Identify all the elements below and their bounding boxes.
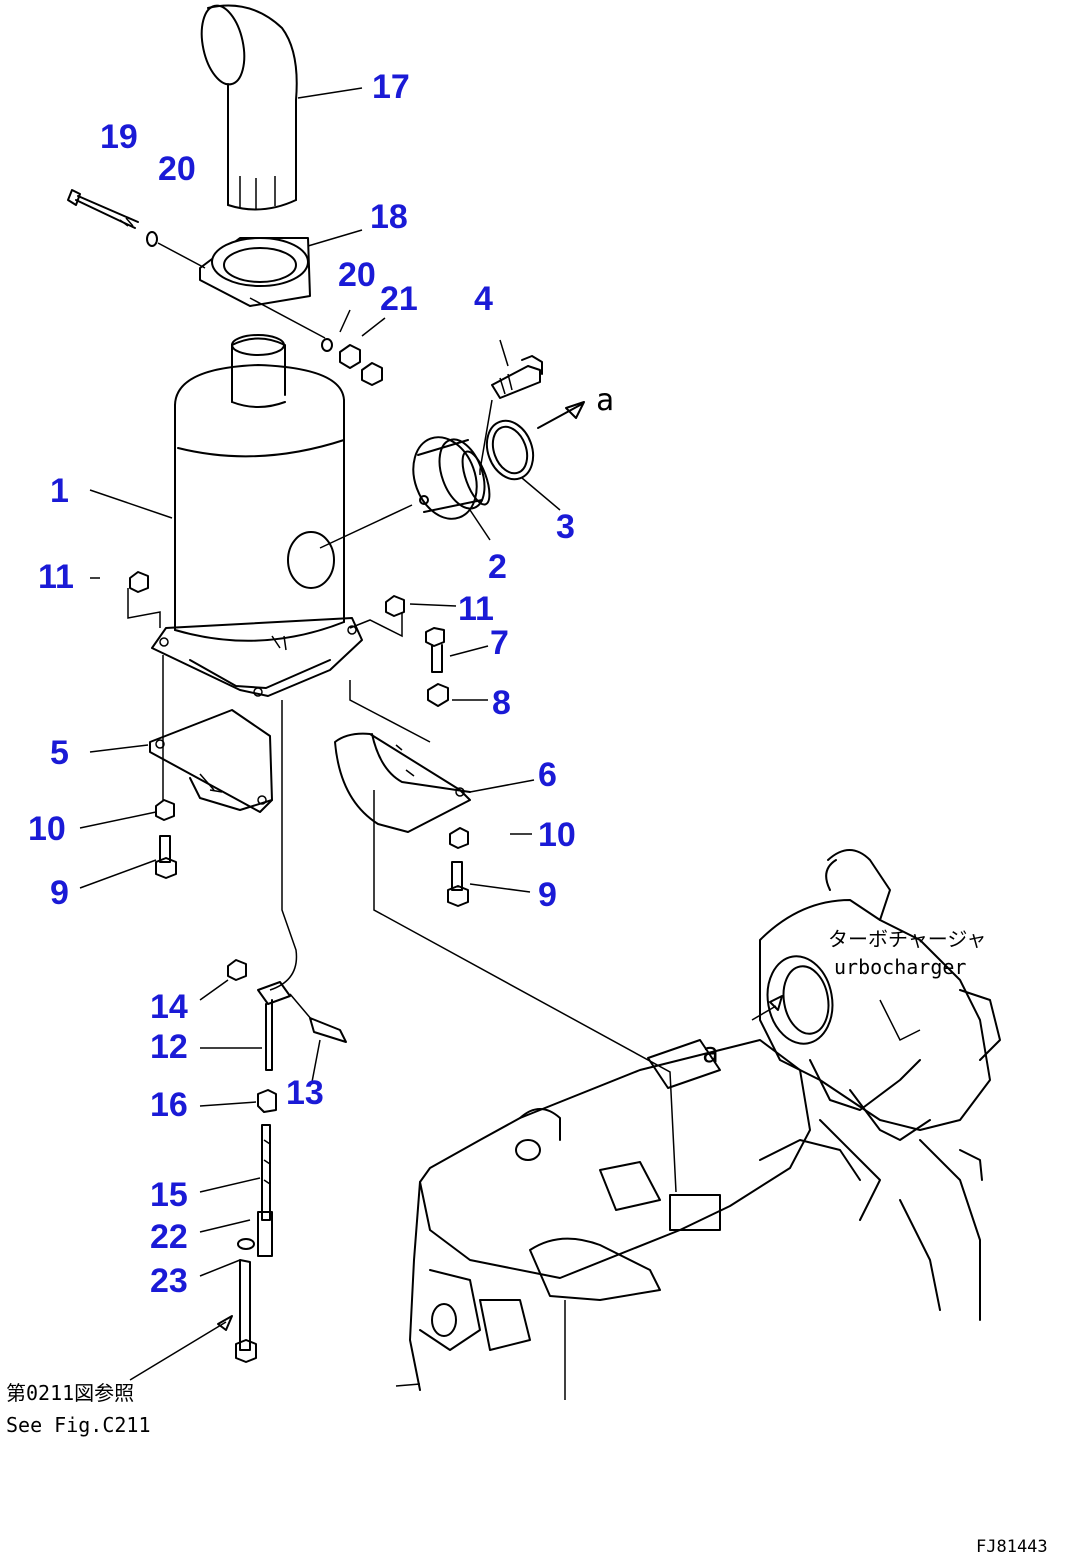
callout-13: 13 [286, 1074, 324, 1112]
callout-11: 11 [38, 558, 74, 596]
callout-9: 9 [538, 876, 557, 914]
bolt-9-left [79, 835, 177, 889]
drain-assembly [129, 700, 347, 1381]
callout-3: 3 [556, 508, 575, 546]
callout-8: 8 [492, 684, 511, 722]
callout-11: 11 [458, 590, 494, 628]
callout-19: 19 [100, 118, 138, 156]
washer-10-left [79, 799, 175, 829]
callout-18: 18 [370, 198, 408, 236]
washer-10-right [449, 827, 532, 849]
turbo-view-label: a [702, 1036, 719, 1069]
turbocharger-label-jp: ターボチャージャ [828, 927, 986, 951]
flange-18 [199, 229, 363, 352]
turbocharger-label-en: urbocharger [834, 955, 966, 979]
callout-17: 17 [372, 68, 410, 106]
callout-23: 23 [150, 1262, 188, 1300]
callout-16: 16 [150, 1086, 188, 1124]
callout-15: 15 [150, 1176, 188, 1214]
callout-2: 2 [488, 548, 507, 586]
bolt-4 [479, 339, 543, 475]
callout-9: 9 [50, 874, 69, 912]
bracket-6 [334, 680, 677, 1193]
callout-7: 7 [490, 624, 509, 662]
callout-1: 1 [50, 472, 69, 510]
bolt-11-left [90, 571, 161, 628]
callout-22: 22 [150, 1218, 188, 1256]
callout-4: 4 [474, 280, 493, 318]
figure-code: FJ81443 [976, 1537, 1048, 1557]
view-arrow-label: a [596, 383, 614, 418]
see-fig-en: See Fig.C211 [6, 1413, 151, 1437]
nut-21 [339, 309, 386, 386]
callout-20: 20 [338, 256, 376, 294]
bolt-19 [67, 189, 206, 269]
callout-5: 5 [50, 734, 69, 772]
callout-12: 12 [150, 1028, 188, 1066]
callout-6: 6 [538, 756, 557, 794]
engine-turbocharger [395, 849, 1001, 1400]
nut-8 [427, 683, 488, 707]
bracket-5 [89, 655, 273, 813]
callout-21: 21 [380, 280, 418, 318]
bolt-11-right [349, 595, 457, 638]
callout-14: 14 [150, 988, 188, 1026]
muffler-1 [89, 334, 413, 697]
bolt-9-right [447, 861, 531, 907]
callout-10: 10 [538, 816, 576, 854]
bolt-7 [425, 627, 489, 673]
see-fig-jp: 第0211図参照 [6, 1381, 134, 1405]
gasket-3 [485, 401, 585, 511]
callout-20: 20 [158, 150, 196, 188]
inlet-elbow-2 [412, 436, 491, 541]
callout-10: 10 [28, 810, 66, 848]
exhaust-pipe-17 [200, 4, 363, 211]
